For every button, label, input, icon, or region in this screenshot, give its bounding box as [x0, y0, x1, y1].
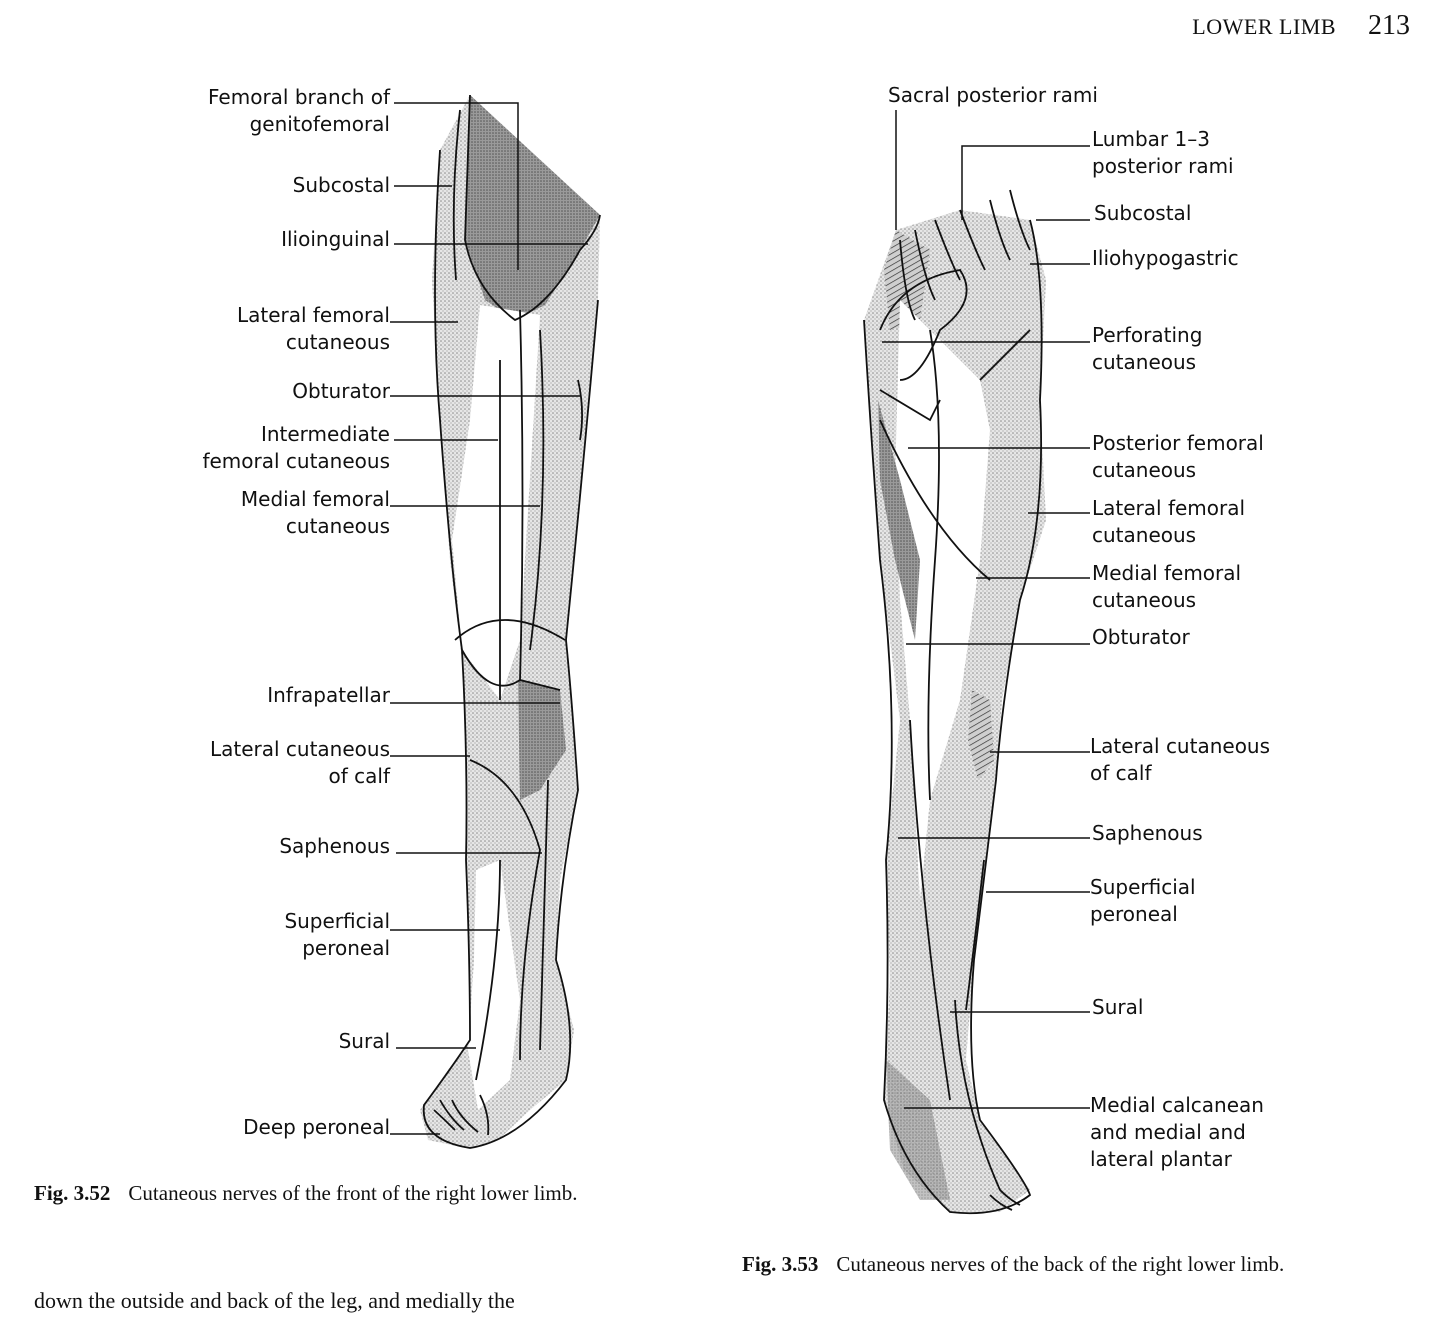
front-leader-lines [390, 102, 588, 1135]
label-obturator-back: Obturator [1092, 625, 1190, 649]
label-line: lateral plantar [1090, 1147, 1232, 1171]
back-leader-lines [882, 110, 1090, 1109]
label-medial-femoral-cutaneous-back: Medial femoral cutaneous [1092, 560, 1241, 614]
caption-text: Cutaneous nerves of the back of the righ… [836, 1252, 1285, 1276]
label-sacral-posterior-rami: Sacral posterior rami [888, 83, 1098, 107]
label-lateral-cutaneous-of-calf-back: Lateral cutaneous of calf [1090, 733, 1270, 787]
label-line: Posterior femoral [1092, 431, 1264, 455]
label-ilioinguinal: Ilioinguinal [281, 227, 390, 251]
label-line: Lateral cutaneous [209, 737, 390, 761]
label-femoral-branch-genitofemoral: Femoral branch of genitofemoral [150, 84, 390, 138]
figure-caption-3-53: Fig. 3.53 Cutaneous nerves of the back of… [742, 1251, 1402, 1277]
label-line: and medial and [1090, 1120, 1246, 1144]
label-line: of calf [328, 764, 390, 788]
label-line: Lateral femoral [1092, 496, 1246, 520]
label-line: Medial femoral [1092, 561, 1242, 585]
front-leg-drawing [420, 94, 601, 1149]
label-sural-front: Sural [338, 1029, 390, 1053]
label-line: of calf [1090, 761, 1152, 785]
label-infrapatellar: Infrapatellar [267, 683, 390, 707]
label-saphenous-back: Saphenous [1092, 821, 1203, 845]
label-deep-peroneal: Deep peroneal [243, 1115, 390, 1139]
label-lateral-femoral-cutaneous-back: Lateral femoral cutaneous [1092, 495, 1245, 549]
label-medial-femoral-cutaneous-front: Medial femoral cutaneous [150, 486, 390, 540]
label-line: cutaneous [285, 514, 390, 538]
page-header: LOWER LIMB 213 [1192, 10, 1410, 42]
label-subcostal-front: Subcostal [292, 173, 390, 197]
label-perforating-cutaneous: Perforating cutaneous [1092, 322, 1202, 376]
label-line: posterior rami [1092, 154, 1234, 178]
label-line: cutaneous [1092, 458, 1197, 482]
label-line: cutaneous [1092, 588, 1197, 612]
label-superficial-peroneal-back: Superficial peroneal [1090, 874, 1196, 928]
label-line: Perforating [1092, 323, 1203, 347]
label-posterior-femoral-cutaneous: Posterior femoral cutaneous [1092, 430, 1264, 484]
caption-text: Cutaneous nerves of the front of the rig… [128, 1181, 578, 1205]
back-leg-drawing [863, 189, 1046, 1215]
label-line: cutaneous [1092, 523, 1197, 547]
label-intermediate-femoral-cutaneous: Intermediate femoral cutaneous [140, 421, 390, 475]
label-line: Superficial [1090, 875, 1196, 899]
label-lumbar-posterior-rami: Lumbar 1–3 posterior rami [1092, 126, 1234, 180]
label-line: femoral cutaneous [202, 449, 390, 473]
body-text-cutoff: down the outside and back of the leg, an… [34, 1288, 515, 1313]
label-line: genitofemoral [249, 112, 390, 136]
caption-number: Fig. 3.53 [742, 1252, 819, 1276]
page-number: 213 [1368, 10, 1410, 41]
label-line: peroneal [302, 936, 390, 960]
label-iliohypogastric: Iliohypogastric [1092, 246, 1239, 270]
running-head: LOWER LIMB [1192, 14, 1336, 39]
label-line: Lumbar 1–3 [1092, 127, 1210, 151]
label-line: Intermediate [260, 422, 390, 446]
label-line: cutaneous [1092, 350, 1197, 374]
label-sural-back: Sural [1092, 995, 1144, 1019]
label-line: Femoral branch of [208, 85, 390, 109]
figure-caption-3-52: Fig. 3.52 Cutaneous nerves of the front o… [34, 1180, 684, 1206]
label-saphenous-front: Saphenous [279, 834, 390, 858]
label-obturator-front: Obturator [292, 379, 390, 403]
label-line: Medial calcanean [1090, 1093, 1264, 1117]
label-line: cutaneous [285, 330, 390, 354]
label-line: Lateral femoral [236, 303, 390, 327]
label-lateral-femoral-cutaneous-front: Lateral femoral cutaneous [150, 302, 390, 356]
label-lateral-cutaneous-of-calf-front: Lateral cutaneous of calf [150, 736, 390, 790]
label-line: Lateral cutaneous [1090, 734, 1271, 758]
label-line: Superficial [284, 909, 390, 933]
label-line: Medial femoral [240, 487, 390, 511]
label-medial-calcanean-plantar: Medial calcanean and medial and lateral … [1090, 1092, 1264, 1173]
caption-number: Fig. 3.52 [34, 1181, 111, 1205]
label-line: peroneal [1090, 902, 1178, 926]
label-superficial-peroneal-front: Superficial peroneal [150, 908, 390, 962]
label-subcostal-back: Subcostal [1094, 201, 1192, 225]
